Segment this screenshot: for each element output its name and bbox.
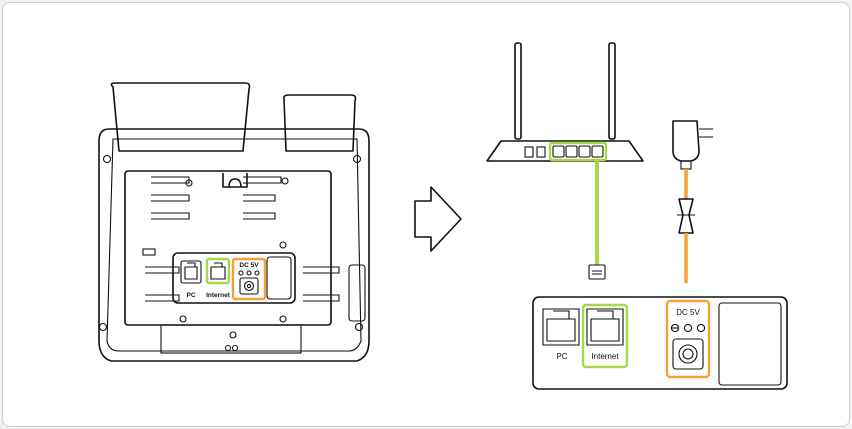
phone-body-inner [106, 138, 362, 352]
side-slot [348, 264, 366, 322]
adapter-neck [680, 160, 692, 170]
screw-holes [98, 154, 364, 352]
phone-power-label: DC 5V [239, 262, 259, 269]
router-antenna-right [608, 42, 616, 140]
phone-power-port [238, 270, 260, 295]
port-panel [172, 252, 296, 304]
handset-left-cradle [110, 82, 251, 152]
port-panel-zoom: PC Internet DC 5V [532, 296, 788, 390]
router-ports [524, 145, 604, 158]
router-lan-highlight [548, 141, 608, 162]
router-icon [486, 42, 644, 162]
zoom-panel [532, 296, 788, 390]
phone-power-highlight [231, 257, 267, 301]
stand-panel [124, 170, 332, 326]
router-body [486, 140, 644, 162]
bottom-lip [160, 324, 302, 354]
phone-internet-label: Internet [206, 292, 231, 299]
zoom-power-highlight [665, 299, 711, 379]
port-panel-cover [266, 256, 292, 300]
zoom-internet-label: Internet [591, 352, 619, 361]
handset-right-cradle [283, 94, 357, 152]
cable-connector [678, 198, 694, 234]
adapter-prongs [699, 128, 713, 138]
zoom-pc-port [542, 308, 580, 346]
zoom-panel-cover [718, 302, 782, 386]
zoom-power-label: DC 5V [676, 308, 700, 317]
phone-pc-port [180, 260, 202, 284]
ethernet-plug-icon [588, 264, 606, 280]
arrow-right-icon [414, 186, 462, 252]
power-adapter-icon [672, 120, 713, 283]
connection-diagram: PC Internet DC 5V [98, 42, 788, 390]
wall-hook [222, 173, 248, 188]
phone-pc-label: PC [186, 292, 195, 299]
phone-back-view: PC Internet DC 5V [98, 82, 370, 362]
phone-body [98, 128, 370, 362]
router-antenna-left [514, 42, 522, 140]
zoom-internet-highlight [581, 303, 629, 369]
zoom-power-port [670, 323, 706, 370]
phone-internet-port [210, 262, 226, 280]
zoom-internet-port [586, 308, 624, 346]
stand-slots [142, 176, 340, 302]
adapter-body [672, 120, 700, 162]
zoom-pc-label: PC [556, 352, 567, 361]
phone-internet-highlight [205, 257, 231, 285]
